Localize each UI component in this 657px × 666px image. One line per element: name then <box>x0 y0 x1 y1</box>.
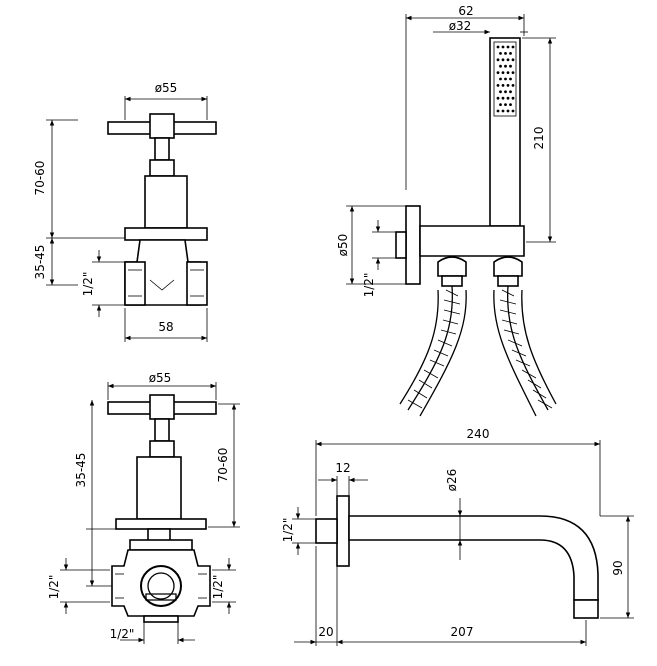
nozzle-dot <box>506 58 510 62</box>
spout-pipe-diameter-label: ø26 <box>445 469 459 492</box>
spout-wall-offset-label: 20 <box>318 625 333 639</box>
nozzle-dot <box>501 84 505 87</box>
valve-top-view: ø55 70-60 35-45 1/2" 58 <box>33 81 217 342</box>
nozzle-dot <box>506 84 510 87</box>
nozzle-dot <box>509 52 512 55</box>
valve-bottom-height-label: 70-60 <box>216 448 230 483</box>
nozzle-dot <box>506 109 510 113</box>
nozzle-dot <box>509 77 512 81</box>
nozzle-dot <box>496 109 500 113</box>
nozzle-dot <box>509 90 512 94</box>
valve-top-height-label: 70-60 <box>33 161 47 196</box>
handshower-width-label: 62 <box>458 4 473 18</box>
valve-side-view: ø55 35-45 70-60 1/2" 1/2" 1/2" <box>47 371 240 644</box>
nozzle-dot <box>501 96 505 100</box>
spout-thread-label: 1/2" <box>281 518 295 543</box>
handshower-set: 62 ø32 210 ø50 1/2" <box>336 4 557 417</box>
nozzle-dot <box>496 84 500 87</box>
wall-outlet-thread-label: 1/2" <box>362 273 376 298</box>
nozzle-dot <box>511 84 515 87</box>
nozzle-dot <box>511 71 515 74</box>
valve-top-width-label: ø55 <box>155 81 178 95</box>
nozzle-grid <box>496 45 515 113</box>
valve-top-thread-label: 1/2" <box>81 272 95 297</box>
nozzle-dot <box>504 77 507 81</box>
nozzle-dot <box>506 96 510 100</box>
nozzle-dot <box>509 64 512 68</box>
handshower-length-label: 210 <box>532 127 546 150</box>
handshower-head-label: ø32 <box>449 19 472 33</box>
nozzle-dot <box>511 45 515 49</box>
nozzle-dot <box>504 64 507 68</box>
nozzle-dot <box>496 71 500 74</box>
nozzle-dot <box>499 90 502 94</box>
valve-bottom-right-thread-label: 1/2" <box>211 575 225 600</box>
nozzle-dot <box>506 71 510 74</box>
nozzle-dot <box>511 96 515 100</box>
nozzle-dot <box>501 71 505 74</box>
valve-bottom-stem-label: 35-45 <box>74 453 88 488</box>
nozzle-dot <box>499 77 502 81</box>
valve-bottom-base-thread-label: 1/2" <box>110 627 135 641</box>
nozzle-dot <box>499 103 502 106</box>
valve-bottom-width-label: ø55 <box>149 371 172 385</box>
spout-flange-label: 12 <box>335 461 350 475</box>
nozzle-dot <box>501 45 505 49</box>
nozzle-dot <box>511 109 515 113</box>
nozzle-dot <box>499 52 502 55</box>
nozzle-dot <box>501 109 505 113</box>
wall-spout: 240 12 ø26 1/2" 90 20 207 <box>281 427 634 646</box>
nozzle-dot <box>496 58 500 62</box>
nozzle-dot <box>501 58 505 62</box>
nozzle-dot <box>499 64 502 68</box>
nozzle-dot <box>509 103 512 106</box>
nozzle-dot <box>496 96 500 100</box>
spout-length-label: 240 <box>467 427 490 441</box>
valve-top-body-width-label: 58 <box>158 320 173 334</box>
valve-top-stem-label: 35-45 <box>33 245 47 280</box>
nozzle-dot <box>504 52 507 55</box>
spout-reach-label: 207 <box>451 625 474 639</box>
nozzle-dot <box>504 103 507 106</box>
nozzle-dot <box>504 90 507 94</box>
nozzle-dot <box>496 45 500 49</box>
valve-bottom-left-thread-label: 1/2" <box>47 575 61 600</box>
wall-outlet-diameter-label: ø50 <box>336 234 350 257</box>
nozzle-dot <box>506 45 510 49</box>
nozzle-dot <box>511 58 515 62</box>
spout-height-label: 90 <box>611 560 625 575</box>
